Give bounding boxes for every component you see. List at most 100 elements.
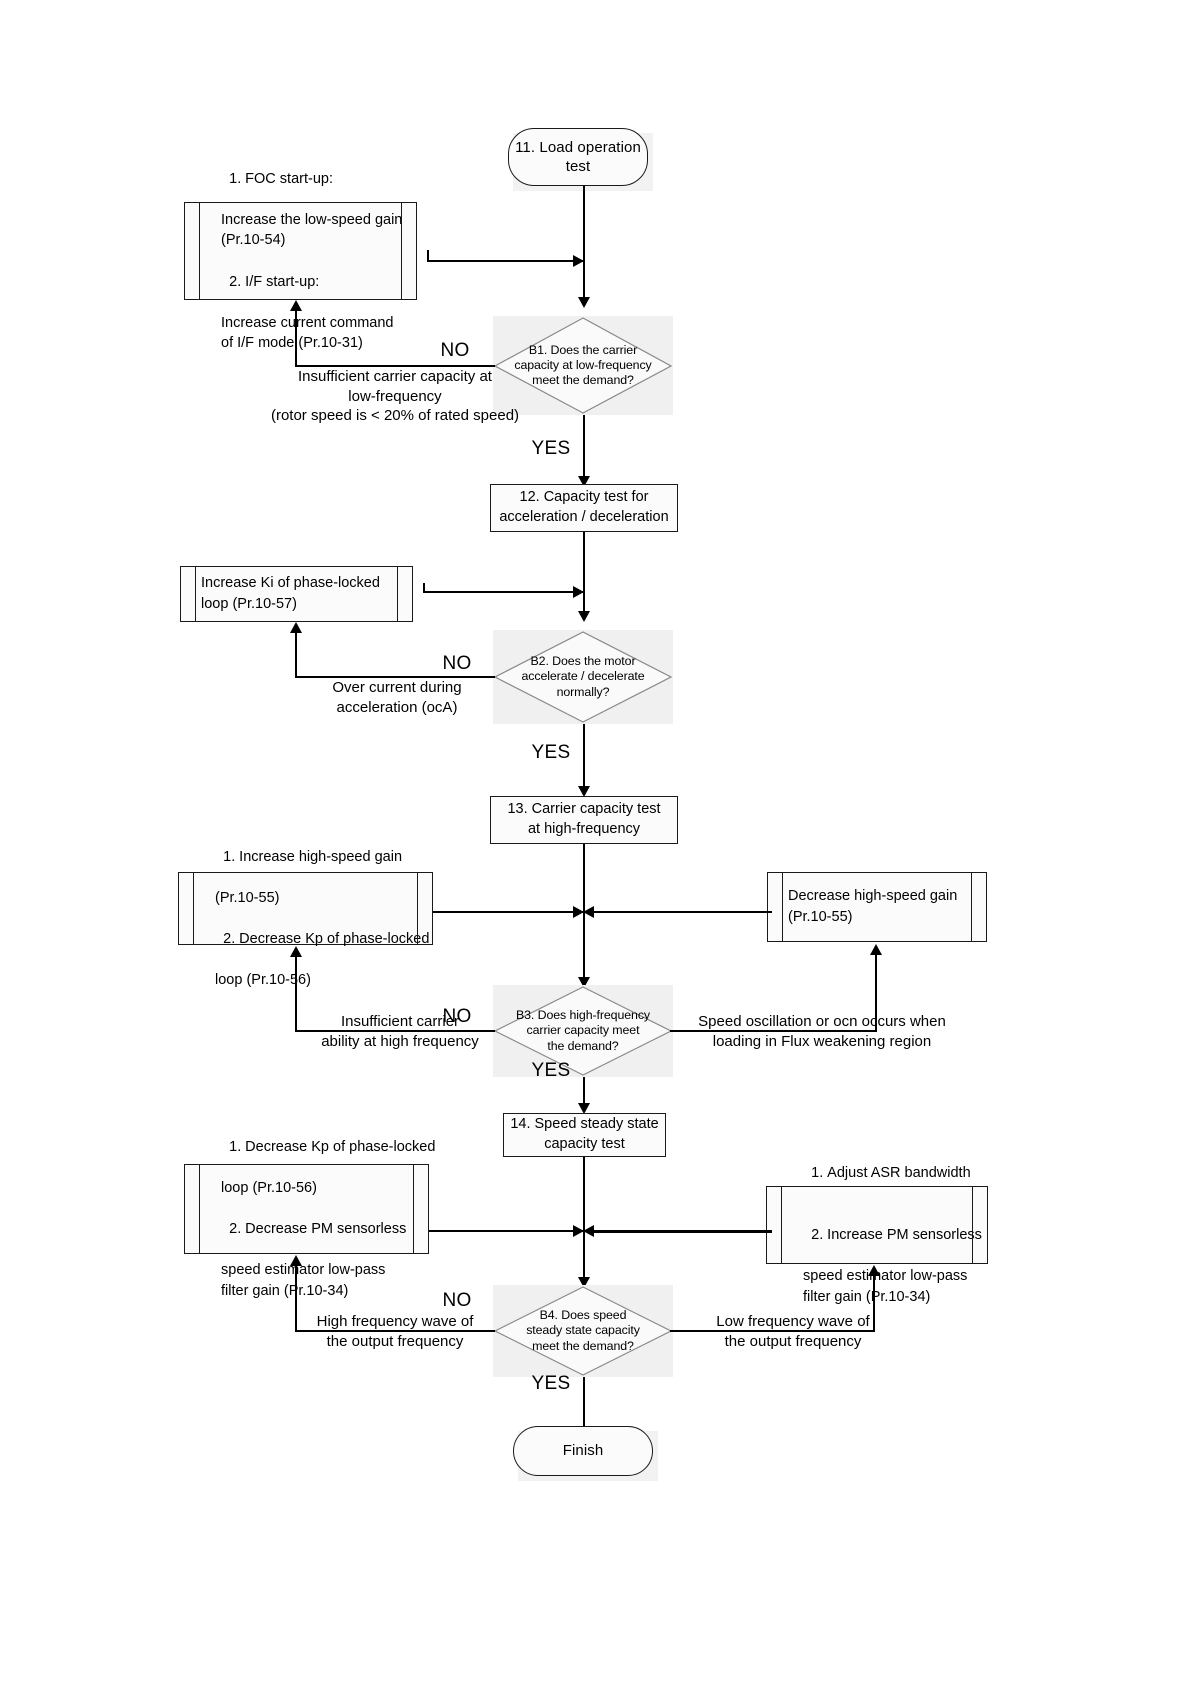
connector-foc-drop — [427, 250, 429, 262]
box-hs-right-line-2: (Pr.10-55) — [788, 909, 853, 925]
box-hs-left-line-1: 1.Increase high-speed gain — [223, 848, 403, 865]
box-hs-left-line-2: (Pr.10-55) — [215, 889, 280, 906]
connector-b3-no-horizontal — [295, 1030, 495, 1032]
label-b4-yes: YES — [531, 1373, 571, 1394]
decision-b3-label: B3. Does high-frequency carrier capacity… — [515, 1008, 651, 1053]
connector-kp-left-to-spine — [429, 1230, 585, 1232]
arrow-step12-to-b2 — [577, 611, 590, 622]
arrow-hs-right-to-spine — [583, 905, 594, 918]
note-b3-speed-oscillation: Speed oscillation or ocn occurs when loa… — [698, 1013, 946, 1050]
connector-b1-no-horizontal — [295, 365, 495, 367]
arrow-asr-right-to-spine — [583, 1224, 594, 1237]
box-foc-line-6: of I/F mode (Pr.10-31) — [221, 335, 363, 352]
decision-b2-label: B2. Does the motor accelerate / decelera… — [521, 654, 645, 699]
decision-b3-diamond — [493, 986, 673, 1076]
label-b4-no: NO — [442, 1290, 472, 1311]
connector-start-to-b1 — [583, 186, 585, 303]
decision-b1[interactable]: B1. Does the carrier capacity at low-fre… — [493, 316, 673, 415]
box-foc-line-5: Increase current command — [221, 314, 394, 331]
connector-b4-no-horizontal — [295, 1330, 495, 1332]
decision-b1-label: B1. Does the carrier capacity at low-fre… — [514, 342, 652, 388]
connector-b4-right-horizontal — [670, 1330, 875, 1332]
arrow-b2-no-to-ki — [289, 622, 302, 633]
box-hs-right-line-1: Decrease high-speed gain — [788, 888, 958, 905]
arrow-b4-right-to-box — [867, 1265, 880, 1276]
label-b2-no: NO — [442, 653, 472, 674]
note-b4-high-frequency-wave: High frequency wave of the output freque… — [316, 1313, 474, 1350]
decision-b2[interactable]: B2. Does the motor accelerate / decelera… — [493, 630, 673, 724]
start-node-label: 11. Load operation test — [515, 138, 641, 175]
connector-hs-left-to-spine — [433, 911, 585, 913]
connector-ki-to-spine — [423, 591, 585, 593]
arrow-kp-left-to-spine — [573, 1224, 584, 1237]
decision-b4[interactable]: B4. Does speed steady state capacity mee… — [493, 1285, 673, 1377]
arrow-b4-no-to-box — [289, 1255, 302, 1266]
step-14-label: 14. Speed steady state capacity test — [510, 1116, 659, 1152]
box-asr-right-line-2: 2.Increase PM sensorless — [811, 1227, 982, 1243]
connector-b1-yes — [583, 415, 585, 482]
arrow-b1-yes-to-step12 — [577, 476, 590, 487]
box-ki-line-1: Increase Ki of phase-locked — [201, 575, 380, 592]
note-b2-over-current: Over current during acceleration (ocA) — [332, 679, 462, 716]
box-adjust-asr-bandwidth[interactable]: 1.Adjust ASR bandwidth 2.Increase PM sen… — [766, 1165, 988, 1305]
step-14-speed-steady-state-test[interactable]: 14. Speed steady state capacity test — [503, 1113, 666, 1157]
box-asr-right-line-1: 1.Adjust ASR bandwidth — [811, 1165, 971, 1182]
label-b3-no: NO — [442, 1006, 472, 1027]
label-b3-yes: YES — [531, 1060, 571, 1081]
box-asr-right-line-3: speed estimator low-pass — [803, 1268, 968, 1285]
arrow-b3-right-to-box — [869, 944, 882, 955]
box-hs-left-line-3: 2.Decrease Kp of phase-locked — [223, 931, 430, 948]
arrow-step14-to-b4 — [577, 1277, 590, 1288]
box-foc-start-up[interactable]: 1.FOC start-up: Increase the low-speed g… — [184, 171, 417, 351]
box-foc-line-4: 2.I/F start-up: — [229, 273, 320, 290]
box-decrease-high-speed-gain[interactable]: Decrease high-speed gain (Pr.10-55) — [767, 872, 987, 942]
step-13-carrier-capacity-test[interactable]: 13. Carrier capacity test at high-freque… — [490, 796, 678, 844]
start-node-load-operation-test[interactable]: 11. Load operation test — [508, 128, 648, 186]
connector-b1-no-vertical — [295, 311, 297, 367]
arrow-foc-to-spine — [573, 254, 584, 267]
arrow-b1-no-to-foc — [289, 300, 302, 311]
box-increase-high-speed-gain[interactable]: 1.Increase high-speed gain (Pr.10-55) 2.… — [178, 849, 433, 988]
arrow-ki-to-spine — [573, 585, 584, 598]
box-kp-left-line-4: speed estimator low-pass — [221, 1262, 386, 1279]
finish-node[interactable]: Finish — [513, 1426, 653, 1476]
connector-b4-right-vertical — [873, 1276, 875, 1332]
decision-b2-diamond — [493, 631, 673, 723]
step-12-capacity-test[interactable]: 12. Capacity test for acceleration / dec… — [490, 484, 678, 532]
arrow-b3-no-to-box — [289, 946, 302, 957]
connector-ki-drop — [423, 583, 425, 593]
decision-b3[interactable]: B3. Does high-frequency carrier capacity… — [493, 985, 673, 1077]
connector-step14-to-b4 — [583, 1157, 585, 1283]
arrow-b2-yes-to-step13 — [577, 786, 590, 797]
connector-b2-no-horizontal — [295, 676, 495, 678]
label-b1-no: NO — [440, 340, 470, 361]
box-foc-line-2: Increase the low-speed gain — [221, 211, 403, 228]
box-kp-left-line-2: loop (Pr.10-56) — [221, 1180, 317, 1197]
arrow-start-to-b1 — [577, 297, 590, 308]
box-ki-line-2: loop (Pr.10-57) — [201, 596, 297, 612]
connector-asr-right-to-spine — [592, 1230, 772, 1233]
note-b4-low-frequency-wave: Low frequency wave of the output frequen… — [716, 1313, 870, 1350]
box-decrease-kp[interactable]: 1.Decrease Kp of phase-locked loop (Pr.1… — [184, 1139, 435, 1299]
decision-b4-label: B4. Does speed steady state capacity mee… — [526, 1308, 640, 1353]
connector-b3-right-horizontal — [670, 1030, 877, 1032]
finish-node-label: Finish — [562, 1442, 604, 1460]
label-b1-yes: YES — [531, 438, 571, 459]
connector-step12-to-b2 — [583, 532, 585, 617]
box-increase-ki[interactable]: Increase Ki of phase-locked loop (Pr.10-… — [180, 566, 413, 622]
connector-foc-to-spine — [427, 260, 585, 262]
arrow-step13-to-b3 — [577, 977, 590, 988]
decision-b4-diamond — [493, 1286, 673, 1376]
note-b1-insufficient-carrier: Insufficient carrier capacity at low-fre… — [270, 368, 520, 424]
box-foc-line-3: (Pr.10-54) — [221, 232, 286, 249]
box-asr-right-line-4: filter gain (Pr.10-34) — [803, 1288, 931, 1305]
connector-b3-yes — [583, 1077, 585, 1109]
box-kp-left-line-1: 1.Decrease Kp of phase-locked — [229, 1138, 436, 1155]
step-12-label: 12. Capacity test for acceleration / dec… — [499, 489, 669, 525]
step-13-label: 13. Carrier capacity test at high-freque… — [507, 801, 661, 837]
box-foc-line-1: 1.FOC start-up: — [229, 170, 333, 187]
label-b2-yes: YES — [531, 742, 571, 763]
arrow-b3-yes-to-step14 — [577, 1103, 590, 1114]
box-hs-left-line-4: loop (Pr.10-56) — [215, 972, 311, 989]
box-kp-left-line-5: filter gain (Pr.10-34) — [221, 1283, 349, 1300]
